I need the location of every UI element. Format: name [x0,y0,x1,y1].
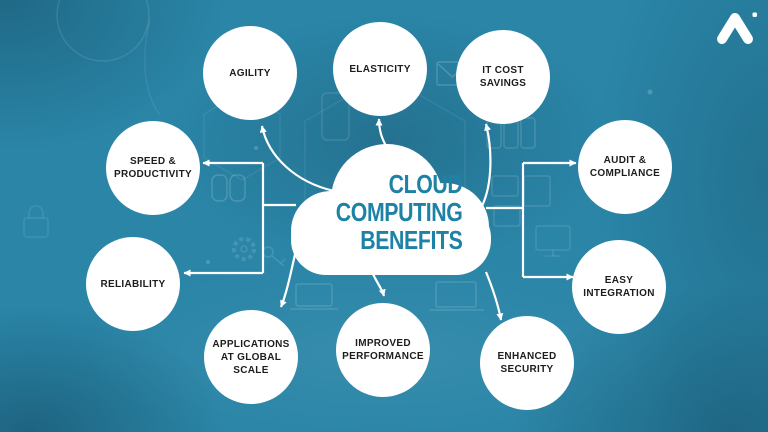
node-reliability: RELIABILITY [86,237,180,331]
title-line-2: COMPUTING [335,197,462,227]
node-label: ENHANCED SECURITY [497,351,557,375]
node-label: AUDIT & COMPLIANCE [589,155,661,179]
cloud-shape [281,141,499,281]
connector-to-enhanced-security [484,271,504,321]
node-enhanced-security: ENHANCED SECURITY [480,316,574,410]
node-label: AGILITY [229,67,271,79]
node-label: RELIABILITY [100,278,166,290]
title-line-3: BENEFITS [359,225,463,255]
node-label: ELASTICITY [349,63,411,75]
node-label: SPEED & PRODUCTIVITY [113,156,193,180]
node-applications-global-scale: APPLICATIONS AT GLOBAL SCALE [204,310,298,404]
node-speed-productivity: SPEED & PRODUCTIVITY [106,121,200,215]
node-audit-compliance: AUDIT & COMPLIANCE [578,120,672,214]
laptop-icon [430,281,484,311]
smartphone-icon [321,92,350,141]
monitor-icon [535,225,571,257]
node-label: IT COST SAVINGS [479,65,527,89]
globe-icon [56,0,150,62]
node-label: APPLICATIONS AT GLOBAL SCALE [212,338,290,376]
padlock-icon [23,205,49,238]
connector-to-agility [259,125,335,193]
node-elasticity: ELASTICITY [333,22,427,116]
gear-icon [232,237,256,261]
curve-decor [144,19,161,116]
title-line-1: CLOUD [388,169,462,199]
node-improved-performance: IMPROVED PERFORMANCE [336,303,430,397]
node-easy-integration: EASY INTEGRATION [572,240,666,334]
diagram-title: CLOUD COMPUTING BENEFITS [335,170,462,254]
node-label: EASY INTEGRATION [583,275,655,299]
node-it-cost-savings: IT COST SAVINGS [456,30,550,124]
node-agility: AGILITY [203,26,297,120]
laptop-icon [290,283,338,310]
node-label: IMPROVED PERFORMANCE [342,338,424,362]
database-icon [211,174,246,202]
connector-to-it-cost-savings [481,123,492,207]
appinventiv-logo-icon [714,10,758,48]
hexagon-icon [203,91,281,181]
